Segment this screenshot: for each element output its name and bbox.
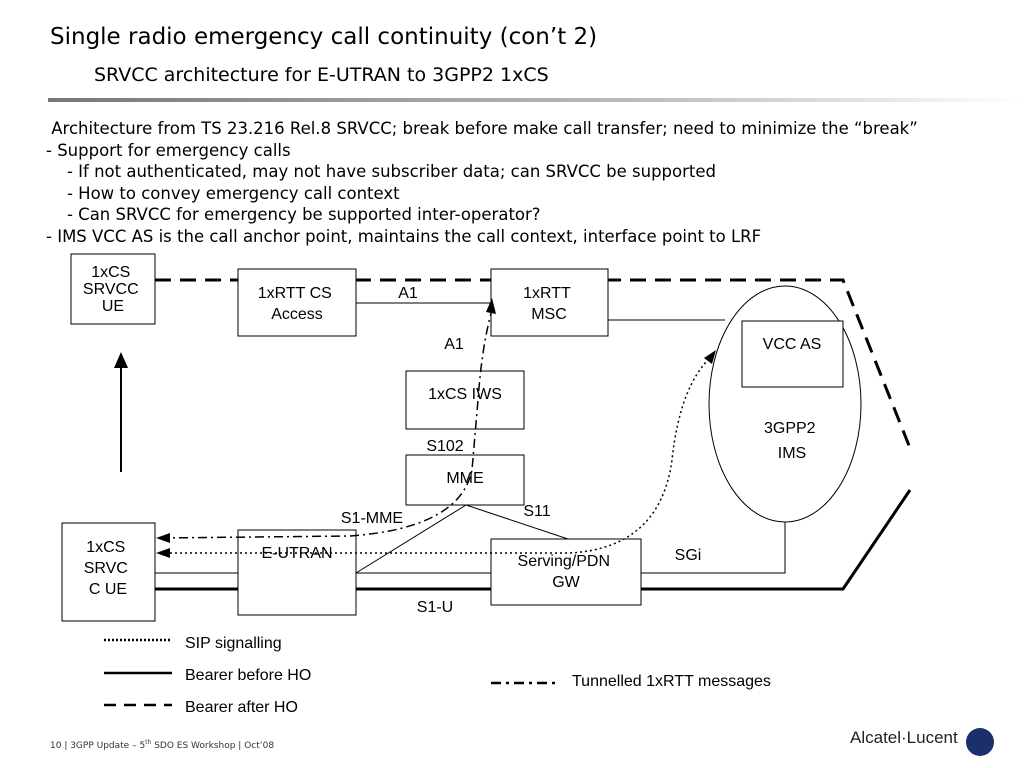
bullet-line: - Can SRVCC for emergency be supported i… xyxy=(46,205,541,224)
vcc-as-box xyxy=(741,320,844,388)
sip-signalling-path xyxy=(160,355,713,554)
mme-label: MME xyxy=(446,470,483,487)
logo-icon xyxy=(966,728,994,756)
footer-sup: th xyxy=(145,739,152,746)
s11-label: S11 xyxy=(523,503,550,520)
rtt-access-box xyxy=(237,268,357,337)
slide-footer: 10 | 3GPP Update – 5th SDO ES Workshop |… xyxy=(50,739,274,751)
rtt-msc-box xyxy=(490,268,609,337)
ue-top-label: 1xCS SRVCC UE xyxy=(83,264,143,315)
gw-label: Serving/PDN GW xyxy=(518,553,615,591)
tunnelled-arrow-msc xyxy=(486,298,496,314)
bullet-line: - How to convey emergency call context xyxy=(46,183,400,203)
tunnelled-arrow-ue xyxy=(156,533,170,543)
footer-prefix: 10 | 3GPP Update – 5 xyxy=(50,741,146,751)
sgi-label: SGi xyxy=(675,547,702,564)
rtt-access-label: 1xRTT CS Access xyxy=(258,285,337,323)
s1-u-label: S1-U xyxy=(417,599,453,616)
vcc-as-label: VCC AS xyxy=(763,336,822,353)
bullet-list: Architecture from TS 23.216 Rel.8 SRVCC;… xyxy=(46,118,918,247)
footer-suffix: SDO ES Workshop | Oct’08 xyxy=(151,741,275,751)
title-rule xyxy=(48,98,1024,102)
legend-sip-label: SIP signalling xyxy=(185,635,282,652)
bullet-line: - IMS VCC AS is the call anchor point, m… xyxy=(46,226,762,246)
sip-arrow-ims xyxy=(704,350,716,364)
iws-box xyxy=(405,370,525,430)
sgi-link xyxy=(641,522,786,574)
ue-top-box xyxy=(70,253,156,325)
bearer-before-ho-path xyxy=(155,489,912,591)
handover-arrow-head xyxy=(114,352,128,368)
ue-bottom-label: 1xCS SRVC C UE xyxy=(84,539,133,598)
company-logo-text: Alcatel·Lucent xyxy=(850,728,958,747)
s1-mme-link xyxy=(355,504,467,574)
sip-arrow-ue xyxy=(156,548,170,558)
gw-box xyxy=(490,538,642,606)
ue-bottom-box xyxy=(61,522,156,622)
legend-bearer-before-label: Bearer before HO xyxy=(185,667,311,684)
bullet-line: - If not authenticated, may not have sub… xyxy=(46,162,717,181)
a1-top-label: A1 xyxy=(398,285,418,302)
legend-tunnelled-label: Tunnelled 1xRTT messages xyxy=(572,673,771,690)
tunnelled-1xrtt-path xyxy=(159,309,493,539)
eutran-label: E-UTRAN xyxy=(261,545,332,562)
ims-label: 3GPP2 IMS xyxy=(764,420,820,462)
rtt-msc-label: 1xRTT MSC xyxy=(523,285,575,323)
eutran-box xyxy=(237,529,357,616)
a1-mid-label: A1 xyxy=(444,336,464,353)
bullet-line: Architecture from TS 23.216 Rel.8 SRVCC;… xyxy=(46,119,918,138)
bullet-line: - Support for emergency calls xyxy=(46,140,291,160)
mme-box xyxy=(405,454,525,506)
slide-subtitle: SRVCC architecture for E-UTRAN to 3GPP2 … xyxy=(94,64,549,86)
s102-label: S102 xyxy=(426,438,463,455)
bearer-after-ho-path xyxy=(155,278,912,449)
slide-title: Single radio emergency call continuity (… xyxy=(50,24,598,50)
s1-mme-label: S1-MME xyxy=(341,510,403,527)
legend-bearer-after-label: Bearer after HO xyxy=(185,699,298,716)
s11-link xyxy=(465,504,569,540)
iws-label: 1xCS IWS xyxy=(428,386,502,403)
